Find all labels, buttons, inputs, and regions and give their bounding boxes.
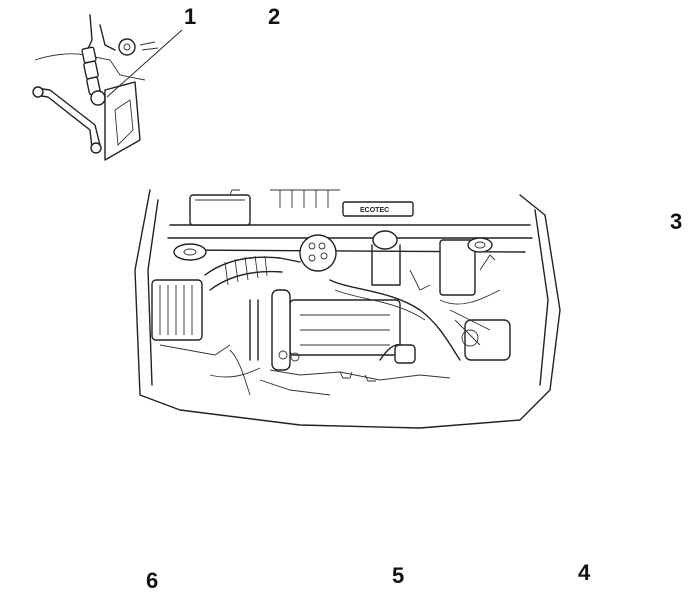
detail-1-illustration (32, 14, 183, 161)
callout-number-3: 3 (670, 209, 683, 234)
callout-number-4: 4 (578, 560, 591, 585)
engine-bay-illustration: ECOTEC (134, 189, 561, 429)
callout-number-5: 5 (392, 563, 405, 588)
callout-number-6: 6 (146, 568, 159, 593)
callout-number-1: 1 (184, 4, 197, 29)
battery-box (189, 194, 251, 226)
callout-number-2: 2 (268, 4, 281, 29)
engine-cover-text: ECOTEC (360, 207, 389, 214)
engine-cover-plate (342, 201, 414, 217)
air-filter-box (151, 279, 203, 341)
valve-cover (289, 299, 401, 356)
